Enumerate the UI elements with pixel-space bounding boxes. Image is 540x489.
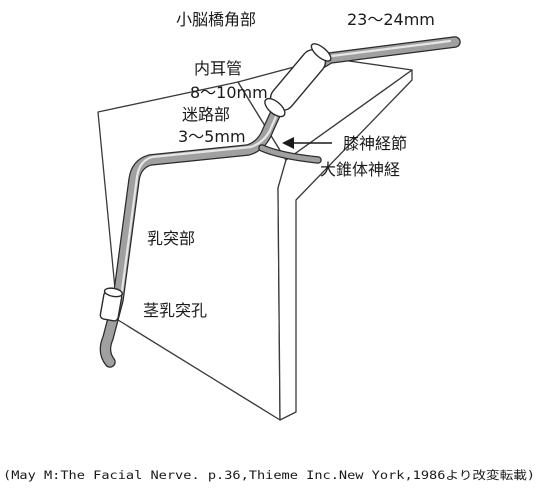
source-caption: (May M:The Facial Nerve. p.36,Thieme Inc…: [3, 468, 535, 482]
stylomastoid-sheath: [99, 287, 124, 322]
label-internal-auditory-canal: 内耳管: [194, 59, 242, 78]
nerve-highlight: [119, 39, 452, 300]
label-greater-petrosal-nerve: 大錐体神経: [320, 160, 400, 179]
label-geniculate-ganglion: 膝神経節: [343, 134, 407, 153]
label-lab-length: 3～5mm: [178, 127, 246, 146]
iac-sheath: [264, 43, 332, 118]
label-stylomastoid-foramen: 茎乳突孔: [143, 301, 207, 320]
label-labyrinthine: 迷路部: [182, 105, 230, 124]
label-cp-length: 23～24mm: [347, 10, 435, 29]
greater-petrosal-branch-fill: [259, 145, 321, 163]
temporal-bone: [97, 57, 413, 421]
geniculate-arrow: [282, 137, 332, 149]
label-mastoid: 乳突部: [147, 229, 195, 248]
facial-nerve: [99, 36, 461, 368]
label-iac-length: 8～10mm: [190, 83, 268, 102]
label-cerebellopontine-angle: 小脳橋角部: [176, 10, 256, 29]
